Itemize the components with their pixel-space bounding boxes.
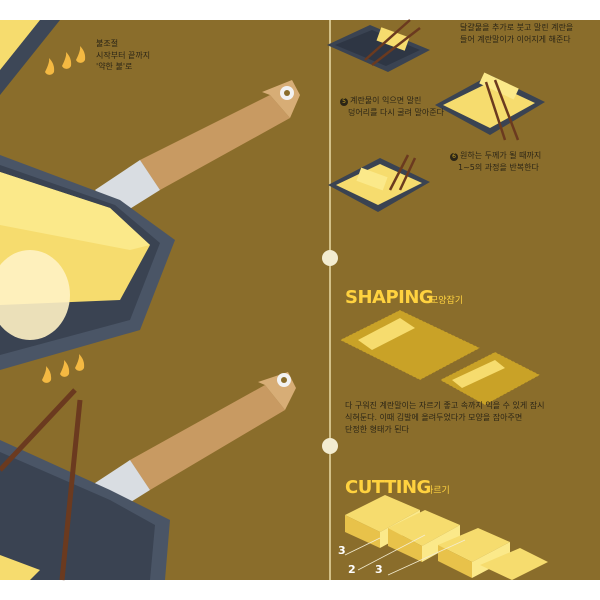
bamboo-mat-1	[339, 309, 481, 381]
step-top-line2: 들어 계란말이가 이어지게 해준다	[460, 35, 571, 44]
step5-number: 5	[340, 98, 348, 106]
step6-line2: 1~5의 과정을 반복한다	[458, 163, 539, 172]
bamboo-mat-2	[439, 351, 541, 406]
step6-number: 6	[450, 153, 458, 161]
cutting-heading: CUTTING	[345, 477, 431, 498]
shaping-desc-line2: 식혀둔다. 이때 김발에 올려두었다가 모양을 잡아주면	[345, 413, 523, 422]
step6-line1: 원하는 두께가 될 때까지	[460, 151, 542, 160]
step-top-line1: 달걀물을 추가로 붓고 말린 계란을	[460, 23, 574, 32]
heat-control-line1: 시작부터 끝까지	[96, 51, 151, 60]
flame-icon-group-top	[45, 46, 86, 75]
cut-count-1: 3	[338, 544, 346, 557]
flame-icon-group-mid	[42, 354, 85, 383]
shaping-subtitle: 모양잡기	[430, 296, 464, 306]
shaping-desc-line3: 단정한 형태가 된다	[345, 425, 409, 434]
heat-control-line2: '약한 불'로	[96, 62, 133, 71]
heat-control-title: 불조절	[96, 39, 119, 48]
shaping-heading: SHAPING	[345, 287, 434, 308]
timeline-dot-shaping	[322, 250, 338, 266]
lower-pan	[0, 372, 296, 581]
timeline-dot-cutting	[322, 438, 338, 454]
step-pan-5	[328, 154, 430, 212]
omelet-slices	[344, 495, 548, 580]
cutting-subtitle: 자르기	[425, 486, 450, 496]
upper-pan	[0, 80, 300, 370]
pan-corner-top	[0, 20, 60, 95]
step5-line1: 계란물이 익으면 말린	[350, 96, 422, 105]
step-pan-4	[435, 72, 545, 141]
cut-count-3: 3	[375, 563, 383, 576]
cut-count-2: 2	[348, 563, 356, 576]
step-pan-top	[327, 19, 430, 72]
step5-line2: 덩어리를 다시 굴려 말아준다	[348, 108, 444, 117]
shaping-desc-line1: 다 구워진 계란말이는 자르기 좋고 속까지 익을 수 있게 잠시	[345, 401, 545, 410]
